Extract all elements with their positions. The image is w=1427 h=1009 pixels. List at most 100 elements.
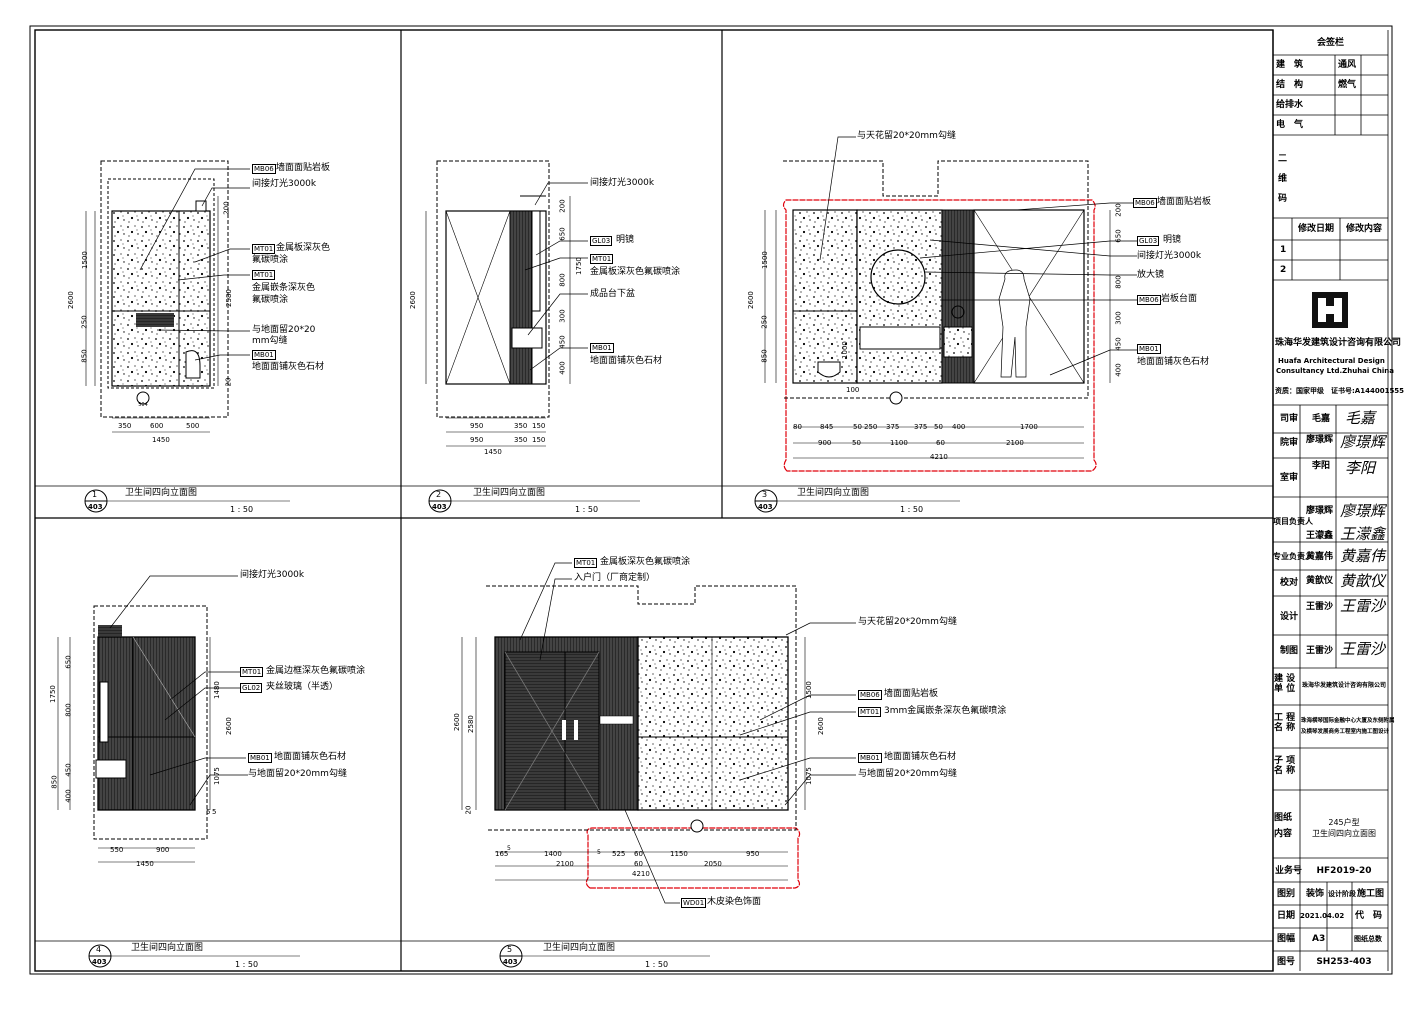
code-tag: MB06 bbox=[252, 164, 276, 175]
dim: 1750 bbox=[574, 257, 583, 275]
dim: 2600 bbox=[452, 713, 461, 731]
dim: 375 bbox=[914, 423, 928, 431]
dim: 2050 bbox=[704, 860, 722, 868]
tb-label: 图别 bbox=[1277, 889, 1296, 899]
annotation: 间接灯光3000k bbox=[252, 179, 317, 189]
tb-label: 图幅 bbox=[1277, 934, 1296, 944]
view-scale: 1 : 50 bbox=[900, 505, 924, 514]
dim: 950 bbox=[470, 436, 484, 444]
dim: 525 bbox=[612, 850, 626, 858]
tb-label: 图纸 内容 bbox=[1274, 813, 1293, 840]
annotation: mm勾缝 bbox=[252, 336, 288, 346]
tb-label: 修改内容 bbox=[1346, 224, 1383, 234]
annotation: 3mm金属嵌条深灰色氟碳喷涂 bbox=[884, 706, 1007, 716]
view-tag: 504 bbox=[138, 402, 148, 408]
dim: 5 bbox=[212, 808, 217, 816]
dim: 400 bbox=[1114, 363, 1123, 377]
company-name-en: Consultancy Ltd.Zhuhai China bbox=[1276, 367, 1394, 375]
dim: 60 bbox=[634, 860, 643, 868]
tb-value: 装饰 bbox=[1306, 889, 1325, 899]
dim: 450 bbox=[1114, 337, 1123, 351]
tb-label: 图号 bbox=[1277, 957, 1296, 967]
dim: 650 bbox=[558, 227, 567, 241]
job-number: HF2019-20 bbox=[1316, 866, 1372, 876]
tb-role: 制图 bbox=[1280, 646, 1299, 656]
dim: 50 bbox=[934, 423, 943, 431]
tb-role: 校对 bbox=[1280, 578, 1299, 588]
company-logo bbox=[1312, 292, 1348, 328]
tb-label: 设计阶段 bbox=[1328, 890, 1356, 898]
code-tag: MB01 bbox=[248, 753, 272, 764]
dim: 500 bbox=[186, 422, 200, 430]
code-tag: MT01 bbox=[252, 270, 276, 281]
code-tag: MB01 bbox=[252, 350, 276, 361]
dim: 950 bbox=[470, 422, 484, 430]
dim: 2600 bbox=[224, 717, 233, 735]
annotation: 岩板台面 bbox=[1161, 294, 1198, 304]
code-tag: GL03 bbox=[1137, 236, 1160, 247]
tb-role: 设计 bbox=[1280, 612, 1299, 622]
dim: 350 bbox=[514, 422, 528, 430]
dim: 845 bbox=[820, 423, 834, 431]
elevation-5 bbox=[461, 562, 856, 904]
dim: 950 bbox=[746, 850, 760, 858]
dim: 50 bbox=[853, 423, 862, 431]
dim: 2600 bbox=[746, 291, 755, 309]
annotation: 金属板深灰色 bbox=[276, 243, 331, 253]
signature: 王雷沙 bbox=[1340, 597, 1386, 615]
dim: 1150 bbox=[670, 850, 688, 858]
company-name: 珠海华发建筑设计咨询有限公司 bbox=[1275, 338, 1402, 348]
tb-label: 给排水 bbox=[1276, 100, 1304, 110]
dim: 200 bbox=[222, 201, 231, 215]
tb-name: 王雷沙 bbox=[1306, 602, 1334, 612]
code-tag: MT01 bbox=[858, 707, 882, 718]
dim: 2100 bbox=[556, 860, 574, 868]
countersign-header: 会签栏 bbox=[1316, 38, 1344, 48]
code-tag: MB01 bbox=[590, 343, 614, 354]
dim: 165 bbox=[495, 850, 509, 858]
view-scale: 1 : 50 bbox=[575, 505, 599, 514]
annotation: 与地面留20*20mm勾缝 bbox=[248, 769, 347, 779]
dim: 1500 bbox=[760, 251, 769, 269]
dim: 150 bbox=[532, 436, 546, 444]
view-title: 卫生间四向立面图 bbox=[131, 943, 204, 953]
dim: 1400 bbox=[544, 850, 562, 858]
annotation: 金属板深灰色氟碳喷涂 bbox=[590, 267, 681, 277]
tb-name: 李阳 bbox=[1312, 461, 1331, 471]
tb-label: 修改日期 bbox=[1298, 224, 1335, 234]
dim: 2600 bbox=[408, 291, 417, 309]
view-title-strips bbox=[35, 485, 1273, 968]
dim: 800 bbox=[558, 273, 567, 287]
view-sheet: 403 bbox=[432, 503, 447, 511]
annotation: 入户门（厂商定制） bbox=[574, 573, 656, 583]
annotation: 墙面面贴岩板 bbox=[884, 689, 939, 699]
code-tag: MT01 bbox=[590, 254, 614, 265]
dim: 800 bbox=[1114, 275, 1123, 289]
code-tag: GL02 bbox=[240, 683, 263, 694]
view-scale: 1 : 50 bbox=[230, 505, 254, 514]
annotation: 地面面铺灰色石材 bbox=[590, 356, 663, 366]
tb-name: 黄歆仪 bbox=[1306, 576, 1334, 586]
tb-label: 建 设 单 位 bbox=[1274, 674, 1296, 695]
dim: 5 bbox=[206, 808, 211, 816]
tb-name: 毛嘉 bbox=[1312, 414, 1331, 424]
tb-label: 电 气 bbox=[1276, 120, 1304, 130]
dim: 2580 bbox=[466, 715, 475, 733]
project: 珠海横琴国际金融中心大厦及东侧附属 bbox=[1301, 718, 1395, 724]
annotation: 间接灯光3000k bbox=[590, 178, 655, 188]
tb-role: 室审 bbox=[1280, 473, 1299, 483]
signature: 王濛鑫 bbox=[1340, 525, 1386, 543]
dim: 400 bbox=[952, 423, 966, 431]
tb-label: 2 bbox=[1280, 265, 1287, 275]
tb-value: 施工图 bbox=[1357, 889, 1385, 899]
signature: 黄歆仪 bbox=[1340, 572, 1386, 590]
code-tag: MB06 bbox=[1137, 295, 1161, 306]
dim: 1500 bbox=[80, 251, 89, 269]
dim: 850 bbox=[760, 349, 769, 363]
view-scale: 1 : 50 bbox=[645, 960, 669, 969]
annotation: 地面面铺灰色石材 bbox=[1137, 357, 1210, 367]
dim: 5 bbox=[597, 849, 601, 856]
annotation: 放大镜 bbox=[1137, 270, 1165, 280]
code-tag: MB06 bbox=[1133, 198, 1157, 209]
